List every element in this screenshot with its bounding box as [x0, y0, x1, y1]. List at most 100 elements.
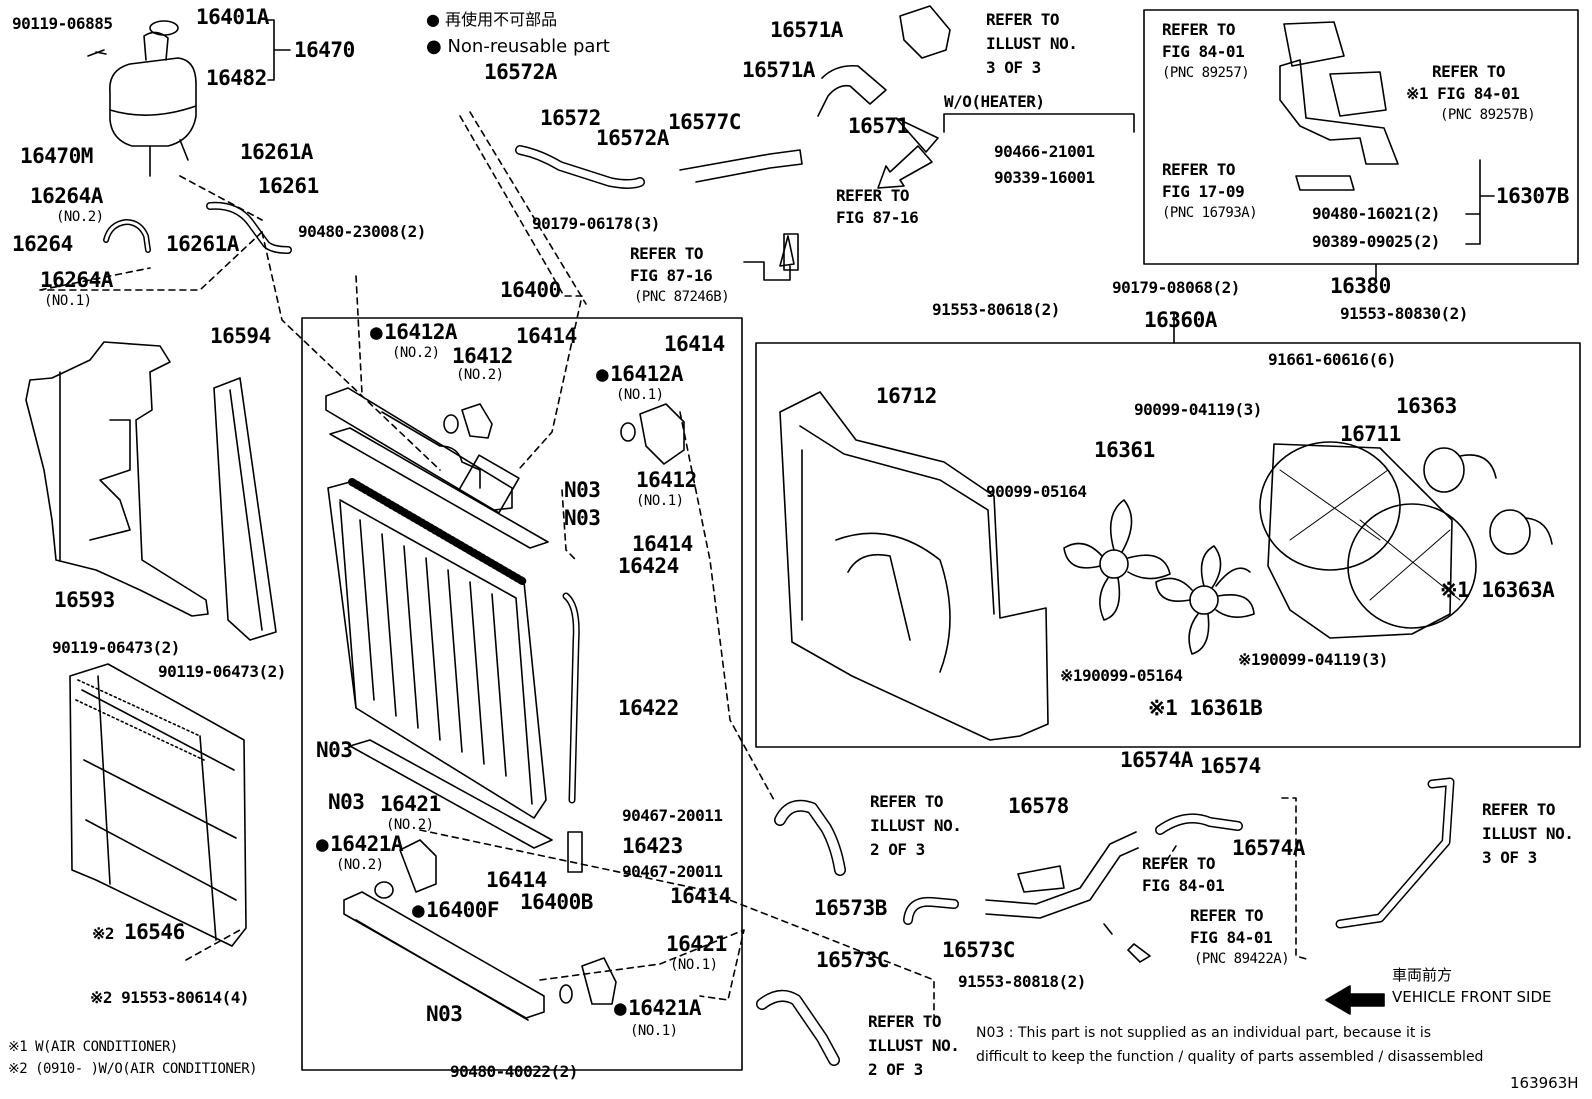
thermo-housing: [899, 5, 951, 59]
part-label: 16412: [452, 344, 513, 368]
legend-en-text: Non-reusable part: [447, 36, 610, 57]
part-label: ILLUST NO.: [870, 816, 962, 835]
pipe-16577C: [679, 149, 803, 183]
part-label: 16712: [876, 384, 937, 408]
part-label: (PNC 89257): [1162, 65, 1250, 81]
part-label: 16421A: [614, 998, 701, 1019]
legend-jp-text: 再使用不可部品: [445, 10, 558, 29]
part-label: REFER TO: [986, 10, 1060, 29]
footnote-line2: difficult to keep the function / quality…: [976, 1049, 1484, 1065]
part-label: REFER TO: [1432, 62, 1506, 81]
part-label: 16470M: [20, 144, 93, 168]
part-label: (PNC 87246B): [634, 289, 730, 305]
part-label: ※190099-05164: [1060, 666, 1183, 685]
part-label: 16360A: [1144, 308, 1217, 332]
part-label: N03: [564, 478, 601, 502]
part-label: REFER TO: [870, 792, 944, 811]
part-label: 91553-80618(2): [932, 300, 1060, 319]
part-label: 16412A: [596, 364, 683, 385]
lower-tank: [343, 739, 553, 1021]
part-label: FIG 84-01: [1142, 876, 1225, 895]
part-label: 90119-06473(2): [158, 662, 286, 681]
part-label: 16261: [258, 174, 319, 198]
figure-id: 163963H: [1510, 1074, 1579, 1092]
part-label: 16414: [632, 532, 693, 556]
part-label: 16380: [1330, 274, 1391, 298]
part-label: 16424: [618, 554, 679, 578]
part-label: 90339-16001: [994, 168, 1095, 187]
part-label: ※1 FIG 84-01: [1406, 84, 1520, 103]
part-label: 90480-16021(2): [1312, 204, 1440, 223]
part-label: 90466-21001: [994, 142, 1095, 161]
part-label: 90099-04119(3): [1134, 400, 1262, 419]
front-arrow: [1325, 985, 1385, 1015]
part-label: ILLUST NO.: [868, 1036, 960, 1055]
part-label: ILLUST NO.: [1482, 824, 1574, 843]
part-label: ※2 91553-80614(4): [90, 988, 250, 1007]
fan-shroud-16711: [1259, 441, 1477, 639]
part-label: 2 OF 3: [870, 840, 925, 859]
reservoir-tank: [109, 20, 197, 177]
part-label: 16261A: [166, 232, 239, 256]
part-label: REFER TO: [1142, 854, 1216, 873]
part-label: 16573C: [942, 938, 1015, 962]
part-label: FIG 87-16: [836, 208, 919, 227]
direction-jp: 車両前方: [1392, 966, 1453, 984]
part-label: ※190099-04119(3): [1238, 650, 1388, 669]
part-label: 16264: [12, 232, 73, 256]
part-label: 16572: [540, 106, 601, 130]
condenser-16546: [69, 663, 247, 947]
motor-16363: [1423, 447, 1553, 555]
part-label: 90467-20011: [622, 806, 723, 825]
part-label: 16363: [1396, 394, 1457, 418]
part-label: 90179-06178(3): [532, 214, 660, 233]
legend-jp: ● 再使用不可部品: [426, 12, 557, 28]
fan-16361B: [1155, 545, 1255, 655]
part-label: 16574: [1200, 754, 1261, 778]
direction-en: VEHICLE FRONT SIDE: [1392, 988, 1552, 1006]
part-label: 16401A: [196, 5, 269, 29]
radiator-core: [327, 478, 547, 819]
part-label: 16572A: [484, 60, 557, 84]
part-label: N03: [564, 506, 601, 530]
part-label: (NO.2): [386, 817, 434, 833]
part-label: (NO.1): [44, 293, 92, 309]
hose-16423: [567, 831, 583, 873]
part-label: 16422: [618, 696, 679, 720]
part-label: (NO.1): [670, 957, 718, 973]
part-label: REFER TO: [1482, 800, 1556, 819]
part-label: 16574A: [1232, 836, 1305, 860]
fan-16361: [1063, 499, 1171, 621]
part-label: 90179-08068(2): [1112, 278, 1240, 297]
part-label: 16573C: [816, 948, 889, 972]
part-label: (PNC 89422A): [1194, 951, 1290, 967]
part-label: N03: [316, 738, 353, 762]
part-label: 16593: [54, 588, 115, 612]
legend-bullet: ●: [426, 10, 440, 29]
part-label: 16400F: [412, 900, 499, 921]
part-label: (PNC 16793A): [1162, 205, 1258, 221]
part-label: 16400: [500, 278, 561, 302]
part-label: FIG 87-16: [630, 266, 713, 285]
part-label: (NO.1): [630, 1023, 678, 1039]
part-label: 16578: [1008, 794, 1069, 818]
part-label: 16261A: [240, 140, 313, 164]
part-label: ※1 16361B: [1148, 696, 1263, 720]
part-label: 16264A: [30, 184, 103, 208]
part-label: 16264A: [40, 268, 113, 292]
hose-16571: [817, 64, 887, 117]
part-label: 16412A: [370, 322, 457, 343]
part-label: FIG 84-01: [1162, 42, 1245, 61]
part-label: (NO.2): [456, 367, 504, 383]
part-label: 16577C: [668, 110, 741, 134]
part-label: 16546: [124, 920, 185, 944]
part-label: ※2: [92, 924, 115, 943]
part-label: 16571: [848, 114, 909, 138]
part-label: FIG 17-09: [1162, 182, 1245, 201]
part-label: 16414: [516, 324, 577, 348]
part-label: 16421A: [316, 834, 403, 855]
fan-group-frame: [755, 342, 1581, 748]
part-label: 16711: [1340, 422, 1401, 446]
part-label: (NO.2): [336, 857, 384, 873]
